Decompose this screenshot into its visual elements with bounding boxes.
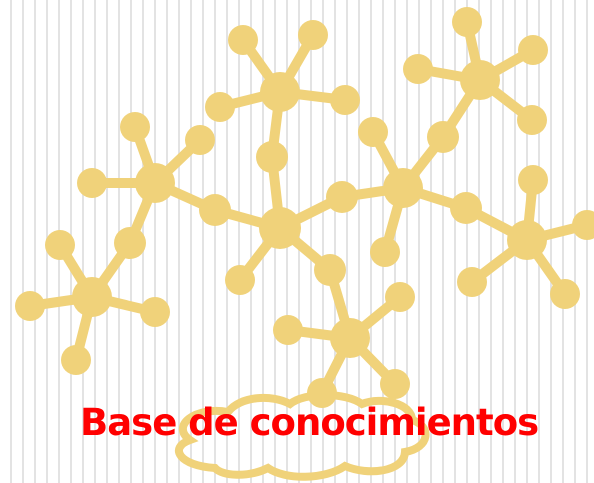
hub-node (383, 168, 423, 208)
hub-node (72, 277, 112, 317)
leaf-node (330, 85, 360, 115)
connector-node (450, 192, 482, 224)
connector-node (114, 227, 146, 259)
leaf-node (225, 265, 255, 295)
leaf-node (298, 20, 328, 50)
leaf-node (452, 7, 482, 37)
leaf-node (15, 291, 45, 321)
hub-node (135, 163, 175, 203)
network-nodes (15, 7, 594, 408)
leaf-node (517, 105, 547, 135)
leaf-node (518, 165, 548, 195)
leaf-node (457, 267, 487, 297)
leaf-node (120, 112, 150, 142)
connector-node (199, 194, 231, 226)
network-links (25, 17, 592, 398)
connector-node (326, 181, 358, 213)
leaf-node (358, 117, 388, 147)
leaf-node (185, 125, 215, 155)
connector-node (314, 254, 346, 286)
leaf-node (403, 54, 433, 84)
leaf-node (228, 25, 258, 55)
leaf-node (140, 297, 170, 327)
leaf-node (380, 369, 410, 399)
leaf-node (370, 237, 400, 267)
cloud-base (175, 391, 430, 481)
leaf-node (518, 35, 548, 65)
leaf-node (273, 315, 303, 345)
connector-node (427, 121, 459, 153)
leaf-node (385, 282, 415, 312)
leaf-node (572, 210, 594, 240)
leaf-node (550, 279, 580, 309)
hub-node (460, 60, 500, 100)
connector-node (256, 141, 288, 173)
diagram-caption: Base de conocimientos (80, 401, 539, 444)
leaf-node (307, 378, 337, 408)
leaf-node (45, 230, 75, 260)
hub-node (260, 72, 300, 112)
hub-node (330, 318, 370, 358)
hub-node (259, 207, 301, 249)
leaf-node (205, 92, 235, 122)
leaf-node (61, 345, 91, 375)
hub-node (507, 220, 547, 260)
leaf-node (77, 168, 107, 198)
